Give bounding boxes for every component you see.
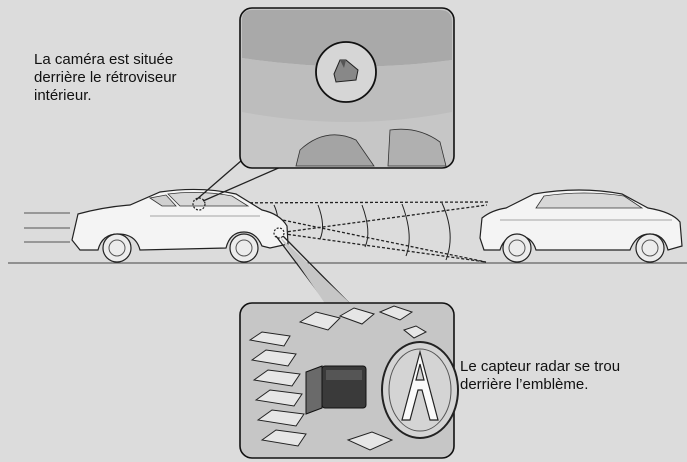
radar-emblem-detail-inset [239,302,459,459]
acura-emblem-icon [401,349,439,421]
camera-detail-inset [239,7,455,169]
radar-caption: Le capteur radar se trou derrière l’embl… [460,358,620,394]
radar-location-marker [273,227,285,239]
radar-caption-line-2: derrière l’emblème. [460,376,589,393]
detection-cone [199,201,491,263]
host-car-illustration [71,188,289,263]
radar-caption-line-1: Le capteur radar se trou [460,358,621,375]
camera-caption-line-2: derrière le rétroviseur [34,69,177,86]
camera-caption-line-3: intérieur. [34,87,92,104]
camera-caption-line-1: La caméra est située [34,51,174,68]
camera-callout-leaders [195,153,291,202]
motion-lines [24,212,70,243]
camera-location-marker [192,197,206,211]
camera-caption: La caméra est située derrière le rétrovi… [34,51,177,105]
target-car-illustration [479,189,683,263]
radar-callout-wedge [279,236,352,305]
